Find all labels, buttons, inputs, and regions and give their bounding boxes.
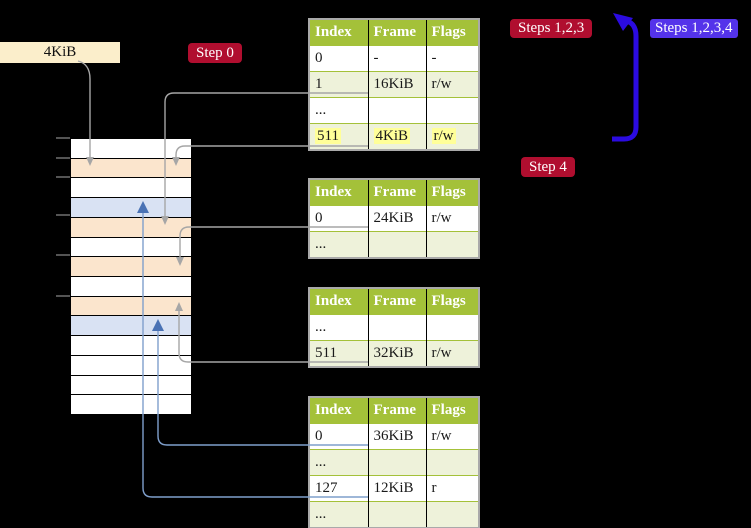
col-flags: Flags — [425, 397, 479, 424]
table-row: ... — [309, 97, 479, 124]
page-size-label-box: 4KiB — [0, 42, 120, 63]
stack-row-peach — [71, 158, 191, 179]
table-row: ... — [309, 231, 479, 258]
col-frame: Frame — [367, 288, 426, 315]
stack-row-peach — [71, 257, 191, 278]
stack-row-peach — [71, 296, 191, 317]
col-index: Index — [309, 397, 368, 424]
stack-row-white — [71, 139, 191, 159]
stack-row-white — [71, 237, 191, 258]
col-frame: Frame — [367, 179, 426, 206]
stack-row-white — [71, 277, 191, 297]
col-frame: Frame — [367, 397, 426, 424]
stack-tick-marks — [56, 137, 70, 297]
col-flags: Flags — [425, 19, 479, 46]
page-table-4: Index Frame Flags 0 36KiB r/w ... 127 12… — [308, 396, 480, 528]
table-row: 0 24KiB r/w — [309, 205, 479, 232]
page-table-3: Index Frame Flags ... 511 32KiB r/w — [308, 287, 480, 368]
stack-row-blue — [71, 198, 191, 218]
col-index: Index — [309, 19, 368, 46]
page-table-2: Index Frame Flags 0 24KiB r/w ... — [308, 178, 480, 259]
stack-row-white — [71, 395, 191, 415]
steps123-badge: Steps 1,2,3 — [510, 19, 593, 38]
table-header-row: Index Frame Flags — [309, 288, 479, 315]
table-header-row: Index Frame Flags — [309, 397, 479, 424]
step0-badge: Step 0 — [188, 43, 242, 63]
stack-row-peach — [71, 217, 191, 238]
table-row-highlighted: 511 4KiB r/w — [309, 123, 479, 150]
table-row: 127 12KiB r — [309, 475, 479, 502]
table-header-row: Index Frame Flags — [309, 19, 479, 46]
highlighted-value: 511 — [315, 128, 341, 144]
table-row: 0 - - — [309, 45, 479, 72]
stack-row-white — [71, 336, 191, 356]
step4-badge: Step 4 — [521, 157, 575, 177]
steps-loop-arrowhead-icon — [613, 13, 633, 31]
table-row: ... — [309, 449, 479, 476]
table-row: 0 36KiB r/w — [309, 423, 479, 450]
table-row: 1 16KiB r/w — [309, 71, 479, 98]
col-flags: Flags — [425, 179, 479, 206]
table-row: ... — [309, 501, 479, 528]
table-row: 511 32KiB r/w — [309, 340, 479, 367]
col-index: Index — [309, 288, 368, 315]
table-header-row: Index Frame Flags — [309, 179, 479, 206]
stack-row-white — [71, 375, 191, 396]
steps-loop-arrow — [612, 18, 639, 142]
page-table-1: Index Frame Flags 0 - - 1 16KiB r/w ... … — [308, 18, 480, 151]
col-frame: Frame — [367, 19, 426, 46]
stack-row-white — [71, 355, 191, 376]
stack-row-blue — [71, 316, 191, 337]
highlighted-value: r/w — [431, 128, 456, 144]
steps1234-badge: Steps 1,2,3,4 — [650, 19, 738, 38]
col-flags: Flags — [425, 288, 479, 315]
frame-stack — [70, 138, 192, 415]
stack-row-white — [71, 178, 191, 199]
highlighted-value: 4KiB — [373, 128, 411, 144]
table-row: ... — [309, 314, 479, 341]
col-index: Index — [309, 179, 368, 206]
